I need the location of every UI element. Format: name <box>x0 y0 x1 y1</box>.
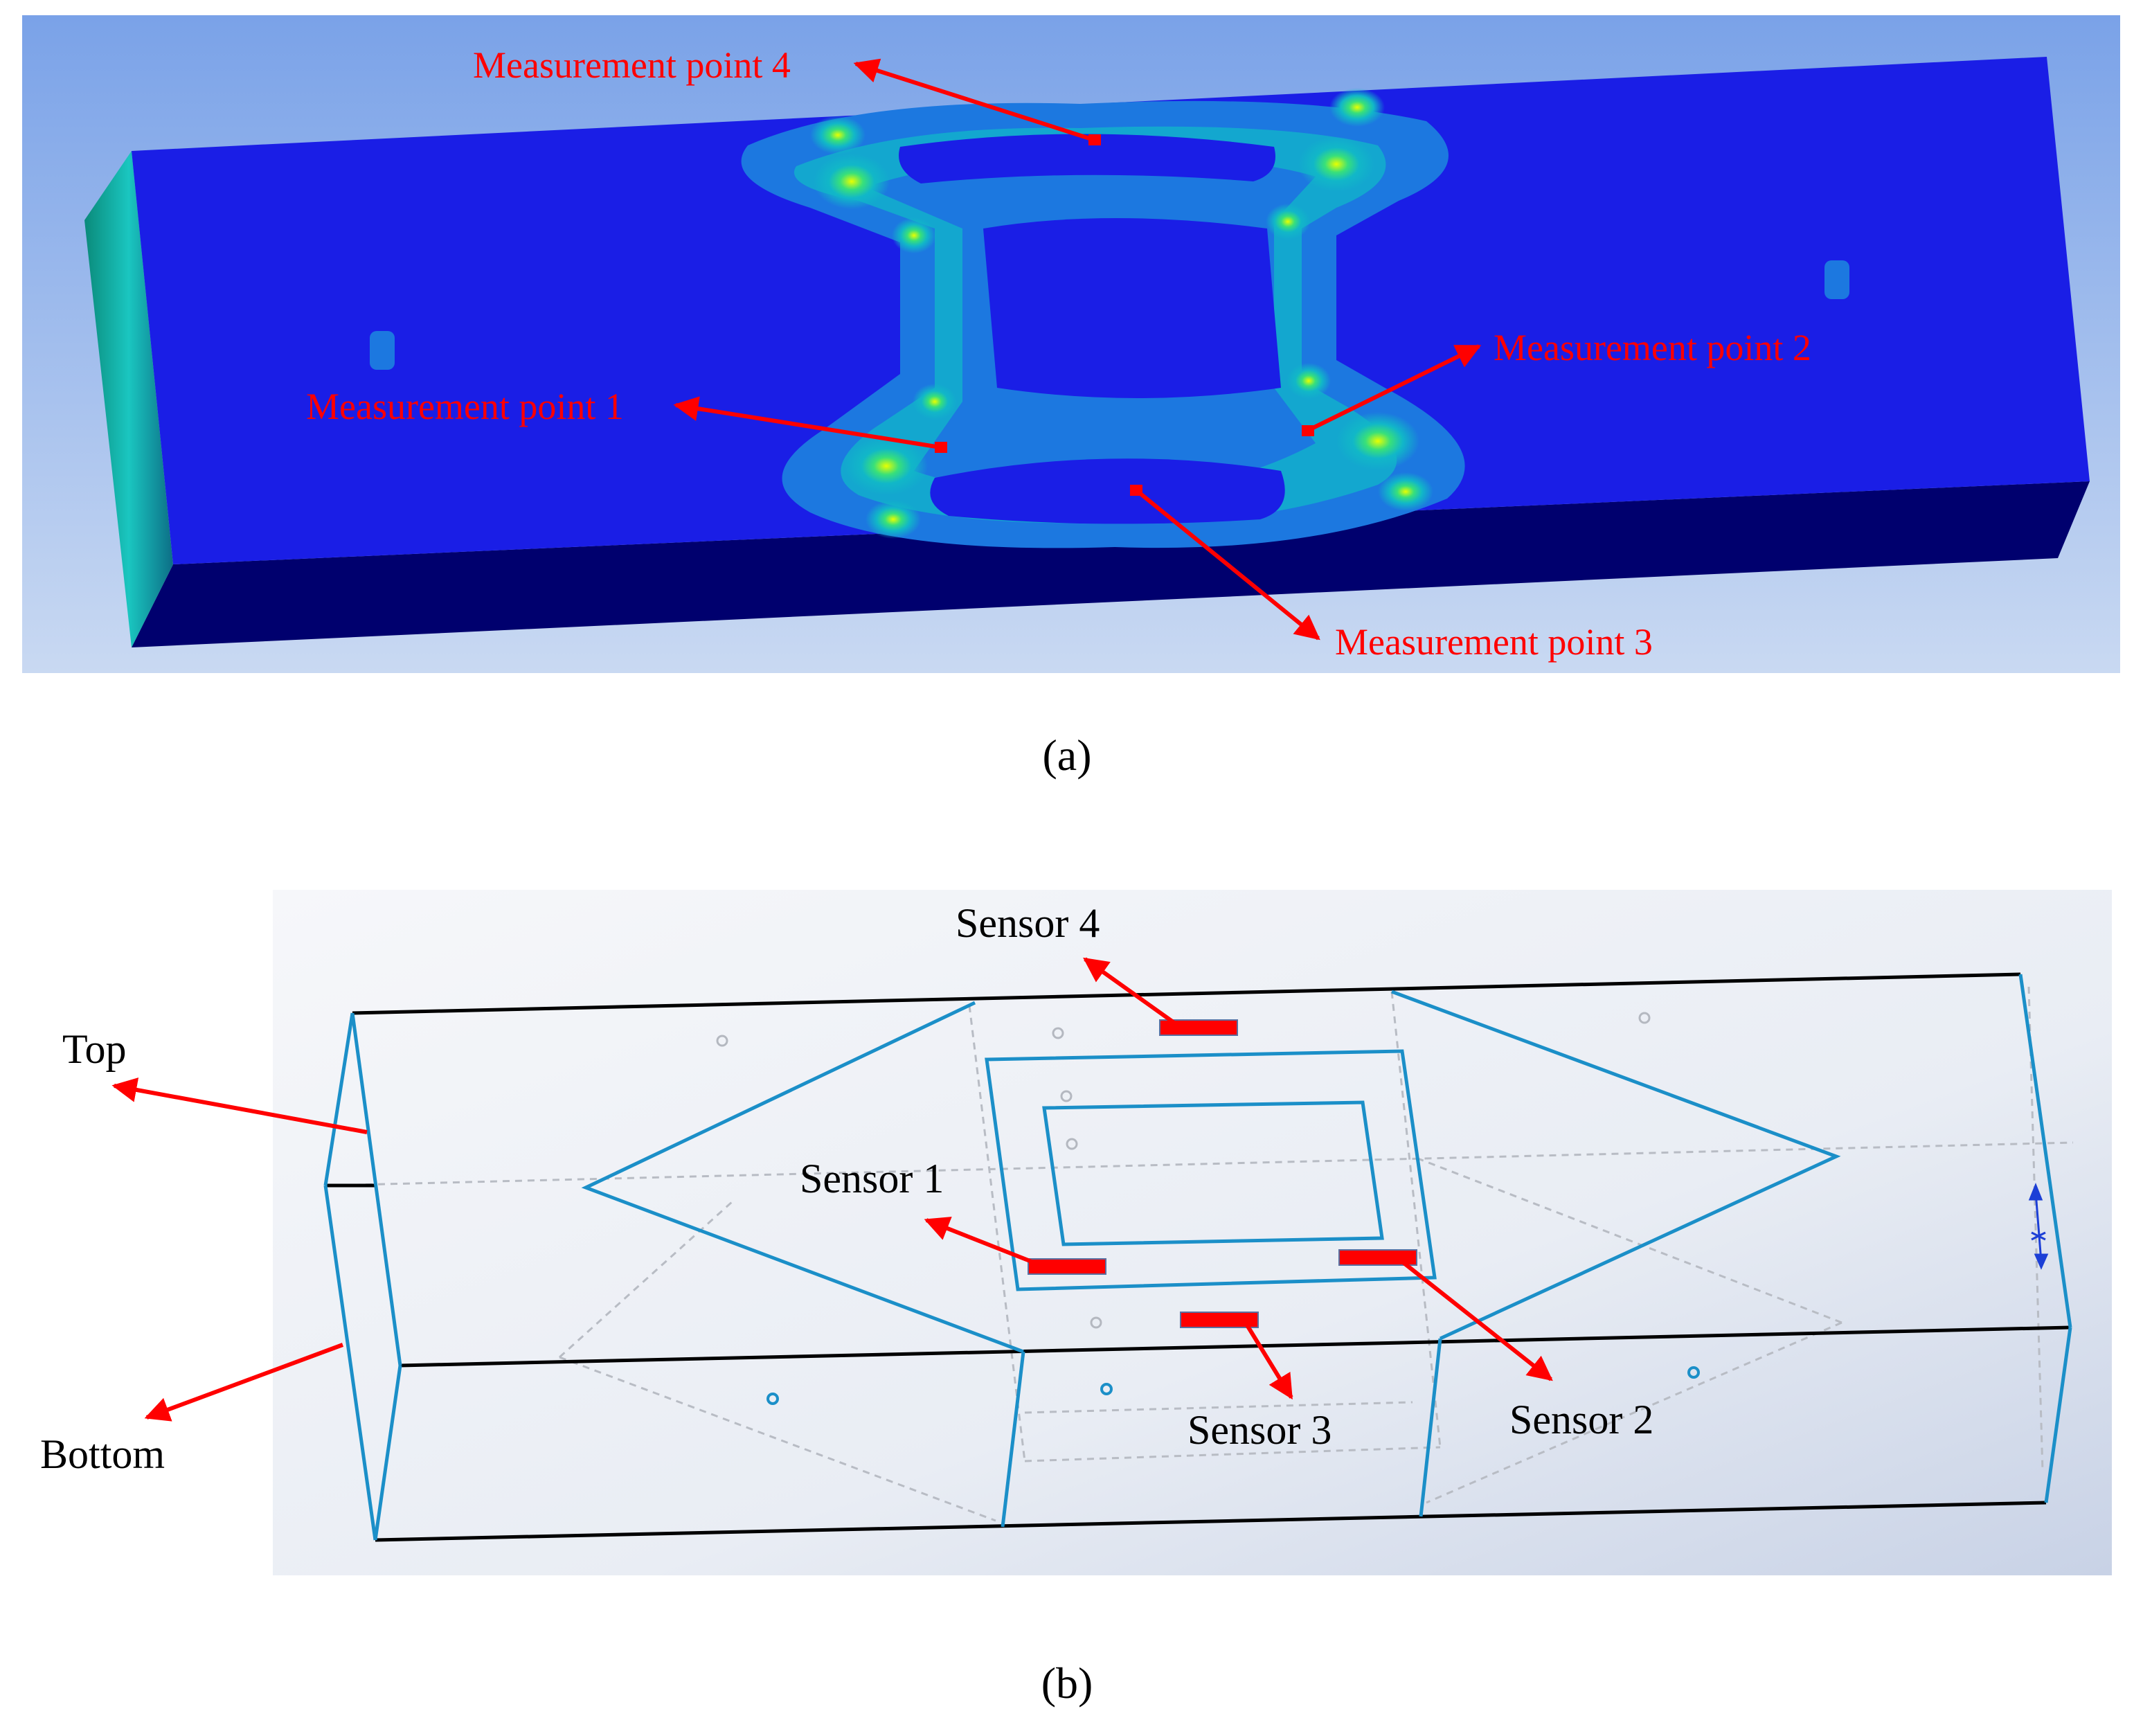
arrow-sensor-2 <box>1397 1257 1553 1381</box>
axis-triad-icon <box>2028 1182 2049 1270</box>
label-top: Top <box>62 1026 126 1072</box>
sensor-1-bar <box>1028 1258 1106 1275</box>
label-sensor-4: Sensor 4 <box>956 900 1100 946</box>
box-edges-black <box>325 972 2071 1542</box>
label-measurement-point-2: Measurement point 2 <box>1494 327 1811 368</box>
panel-b: Sensor 4 Sensor 1 Sensor 2 Sensor 3 Top … <box>40 890 2112 1708</box>
bolt-hole-right <box>1824 260 1849 299</box>
arrow-measurement-point-2 <box>1306 344 1482 433</box>
label-measurement-point-4: Measurement point 4 <box>473 44 791 86</box>
hidden-edges <box>328 986 2074 1522</box>
panel-a: Measurement point 4 Measurement point 1 … <box>22 15 2120 780</box>
arrow-measurement-point-1 <box>673 396 941 449</box>
arrow-measurement-point-3 <box>1135 488 1320 641</box>
arrow-measurement-point-4 <box>853 58 1095 142</box>
panel-b-background <box>273 890 2112 1575</box>
sensor-3-bar <box>1180 1312 1259 1328</box>
caption-b: (b) <box>1041 1658 1093 1708</box>
arrow-bottom <box>144 1343 344 1422</box>
label-sensor-2: Sensor 2 <box>1509 1397 1653 1442</box>
arrow-sensor-1 <box>924 1217 1033 1264</box>
arrow-sensor-3 <box>1244 1323 1293 1400</box>
stress-contour <box>741 88 1465 548</box>
arrow-top <box>111 1077 368 1134</box>
label-measurement-point-3: Measurement point 3 <box>1335 621 1653 663</box>
bolt-hole-left <box>370 331 395 370</box>
label-sensor-3: Sensor 3 <box>1187 1407 1331 1453</box>
label-sensor-1: Sensor 1 <box>800 1156 944 1201</box>
arrow-sensor-4 <box>1083 957 1178 1027</box>
box-edges-blue <box>323 974 2072 1541</box>
bolt-holes-front <box>766 1366 1700 1405</box>
beam-left-face <box>84 151 173 647</box>
caption-a: (a) <box>1042 731 1091 780</box>
label-measurement-point-1: Measurement point 1 <box>306 386 624 427</box>
measurement-point-1-marker <box>935 442 947 453</box>
beam-front-face <box>132 481 2090 647</box>
sensor-2-bar <box>1338 1249 1417 1266</box>
label-bottom: Bottom <box>40 1431 165 1477</box>
sensor-4-bar <box>1159 1019 1238 1036</box>
bolt-holes <box>716 1012 1651 1329</box>
